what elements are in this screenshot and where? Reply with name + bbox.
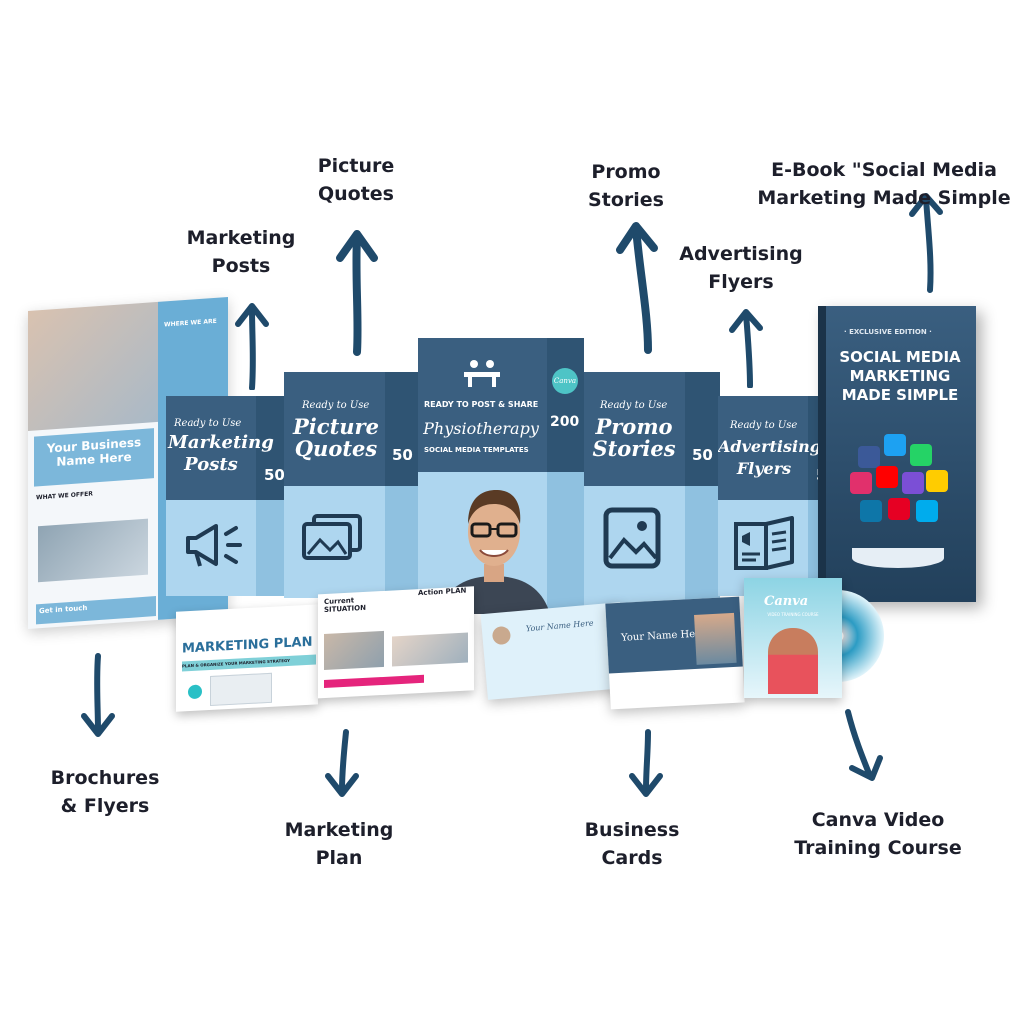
box-picture-quotes: Ready to Use Picture Quotes 50 <box>284 372 420 598</box>
arrow-picture-quotes <box>336 230 378 356</box>
arrow-business-cards <box>629 729 663 797</box>
plan-photo <box>324 630 384 671</box>
plan-right-page: Current SITUATION Action PLAN <box>318 586 474 699</box>
dvd-subtitle: VIDEO TRAINING COURSE <box>767 612 819 617</box>
canva-badge: Canva <box>552 368 578 394</box>
brochure-contact: Get in touch <box>36 596 156 625</box>
arrow-promo-stories <box>616 222 658 354</box>
plan-subtitle: PLAN & ORGANIZE YOUR MARKETING STRATEGY <box>182 654 316 672</box>
box-ready-text: Ready to Use <box>730 420 798 431</box>
plan-title: MARKETING PLAN <box>182 634 313 657</box>
plan-action: Action PLAN <box>418 586 467 598</box>
plan-pink-bar <box>324 674 424 689</box>
box-title: Promo Stories <box>592 414 676 461</box>
arrow-advertising-flyers <box>729 309 763 388</box>
brochure-offer: WHAT WE OFFER <box>36 490 93 502</box>
megaphone-icon <box>186 524 242 567</box>
dvd-title: Canva <box>764 594 809 609</box>
box-promo-stories: Ready to Use Promo Stories 50 <box>584 372 720 620</box>
box-ready-text: Ready to Use <box>174 418 242 429</box>
plan-situation: Current SITUATION <box>324 596 366 615</box>
man-photo <box>438 490 550 614</box>
box-physiotherapy: Canva READY TO POST & SHARE Physiotherap… <box>418 338 584 614</box>
brochure-business-name: Your Business Name Here <box>34 428 154 487</box>
plan-calendar <box>210 672 272 707</box>
box-ready-text: READY TO POST & SHARE <box>424 400 539 409</box>
card-name: Your Name Here <box>525 618 594 634</box>
dvd-person <box>768 628 818 694</box>
box-marketing-posts: Ready to Use Marketing Posts 50 <box>166 396 288 596</box>
arrow-canva-course <box>845 709 883 781</box>
label-brochures: Brochures& Flyers <box>50 767 160 817</box>
box-count: 50 <box>264 466 285 484</box>
box-ready-text: Ready to Use <box>600 400 668 411</box>
flyer-icon <box>734 516 794 570</box>
box-count: 50 <box>392 446 413 464</box>
marketing-plan-book: MARKETING PLAN PLAN & ORGANIZE YOUR MARK… <box>176 586 474 712</box>
plan-photo-2 <box>392 632 468 667</box>
ebook-edition: · EXCLUSIVE EDITION · <box>844 328 932 336</box>
box-title: Physiotherapy <box>423 419 539 438</box>
box-subtitle: SOCIAL MEDIA TEMPLATES <box>424 446 529 454</box>
arrow-marketing-plan <box>325 729 359 797</box>
dvd-case: Canva VIDEO TRAINING COURSE <box>744 578 842 698</box>
image-icon <box>603 507 661 569</box>
arrow-brochures <box>81 653 115 737</box>
arrow-marketing-posts <box>235 303 269 390</box>
card-avatar <box>491 625 512 646</box>
social-icons-cube <box>850 434 948 568</box>
card-photo <box>694 612 737 665</box>
box-title: Picture Quotes <box>293 414 379 461</box>
brochure-photo <box>28 301 158 431</box>
box-count: 200 <box>550 414 580 430</box>
plan-dot <box>188 684 202 700</box>
business-card-back: Your Name Here <box>605 596 745 710</box>
ebook-spine <box>818 306 826 602</box>
images-icon <box>302 514 362 560</box>
box-ready-text: Ready to Use <box>302 400 370 411</box>
box-title: Marketing Posts <box>168 432 274 475</box>
plan-left-page: MARKETING PLAN PLAN & ORGANIZE YOUR MARK… <box>176 604 318 712</box>
arrow-ebook <box>909 193 943 293</box>
box-title: Advertising Flyers <box>718 437 821 478</box>
box-count: 50 <box>692 446 713 464</box>
canva-dvd: Canva VIDEO TRAINING COURSE <box>744 578 884 708</box>
physio-table-icon <box>464 360 500 387</box>
brochure-photo-small <box>38 518 148 583</box>
